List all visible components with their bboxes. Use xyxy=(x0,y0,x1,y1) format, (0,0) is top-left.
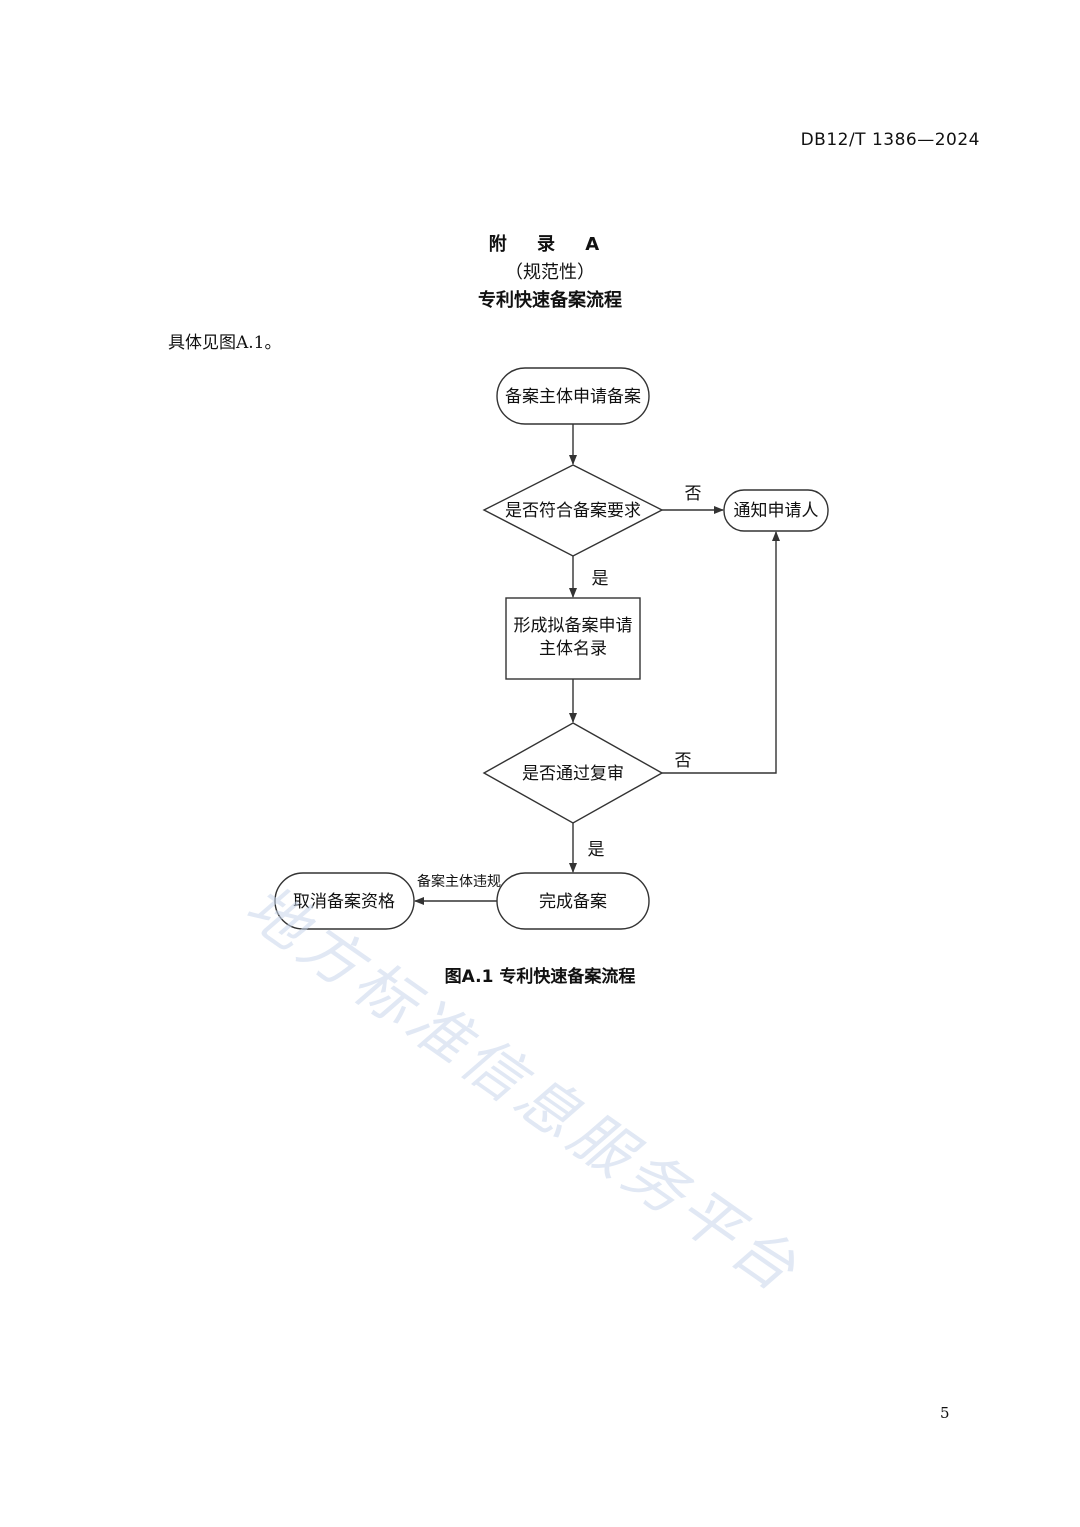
edge-review-to-notify xyxy=(662,531,780,774)
appendix-label: 附 录 A xyxy=(488,234,612,255)
node-form-list-label-line1: 形成拟备案申请 xyxy=(514,616,633,636)
figure-caption: 图A.1 专利快速备案流程 xyxy=(444,967,636,987)
appendix-title: 专利快速备案流程 xyxy=(478,290,622,311)
node-form-list-label-line2: 主体名录 xyxy=(539,639,607,659)
flowchart: 备案主体申请备案 是否符合备案要求 通知申请人 形成拟备案申请 主体名录 是否通… xyxy=(274,367,829,930)
page-number: 5 xyxy=(940,1404,950,1422)
node-check-requirements-label: 是否符合备案要求 xyxy=(505,501,641,521)
node-start-label: 备案主体申请备案 xyxy=(505,387,641,407)
edge-label-violation: 备案主体违规 xyxy=(417,873,501,890)
node-form-list-shape xyxy=(505,597,641,680)
document-code: DB12/T 1386—2024 xyxy=(800,130,980,150)
edge-label-no-2: 否 xyxy=(675,751,692,771)
appendix-type: （规范性） xyxy=(505,262,595,283)
node-cancel-label: 取消备案资格 xyxy=(293,892,395,912)
edge-label-yes-2: 是 xyxy=(588,840,605,860)
edge-label-yes-1: 是 xyxy=(592,569,609,589)
node-notify-label: 通知申请人 xyxy=(734,501,819,521)
edge-label-no-1: 否 xyxy=(685,484,702,504)
node-complete-label: 完成备案 xyxy=(539,892,607,912)
intro-text: 具体见图A.1。 xyxy=(168,333,282,353)
node-review-label: 是否通过复审 xyxy=(522,764,624,784)
